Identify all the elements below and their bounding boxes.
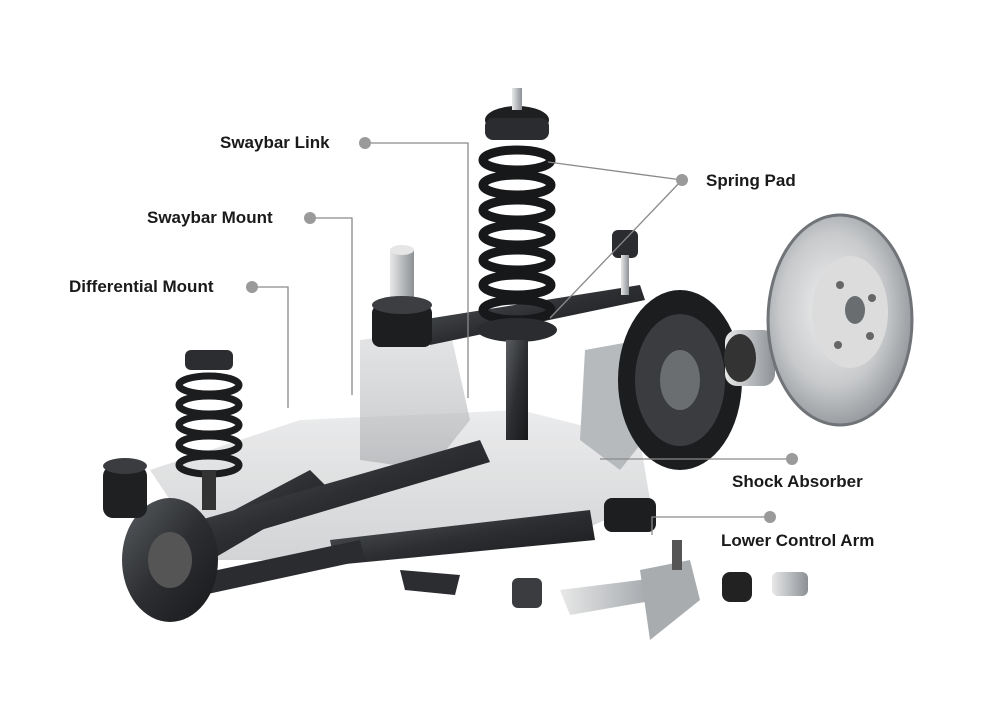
label-spring-pad: Spring Pad bbox=[706, 171, 796, 190]
lower-control-arm-part bbox=[330, 510, 595, 565]
exploded-parts bbox=[400, 540, 808, 640]
swaybar-link-part bbox=[612, 230, 638, 295]
backing-plate bbox=[618, 290, 742, 470]
main-coilover bbox=[477, 88, 557, 440]
label-swaybar-mount: Swaybar Mount bbox=[147, 208, 273, 227]
label-differential-mount: Differential Mount bbox=[69, 277, 214, 296]
differential-mount-part bbox=[372, 245, 432, 347]
dot-swaybar-link bbox=[359, 137, 371, 149]
label-lower-control-arm: Lower Control Arm bbox=[721, 531, 875, 550]
label-shock-absorber: Shock Absorber bbox=[732, 472, 863, 491]
label-swaybar-link: Swaybar Link bbox=[220, 133, 330, 152]
dot-differential-mount bbox=[246, 281, 258, 293]
brake-rotor bbox=[766, 213, 914, 427]
dot-spring-pad bbox=[676, 174, 688, 186]
leader-lines bbox=[252, 142, 792, 535]
dot-shock-absorber bbox=[786, 453, 798, 465]
left-knuckle bbox=[122, 498, 218, 622]
dot-swaybar-mount bbox=[304, 212, 316, 224]
left-bushing bbox=[103, 458, 147, 518]
left-coilover bbox=[175, 350, 243, 510]
leader-dots bbox=[246, 137, 798, 523]
hub-bearing bbox=[724, 330, 775, 386]
dot-lower-control-arm bbox=[764, 511, 776, 523]
lower-bushing bbox=[604, 498, 656, 532]
